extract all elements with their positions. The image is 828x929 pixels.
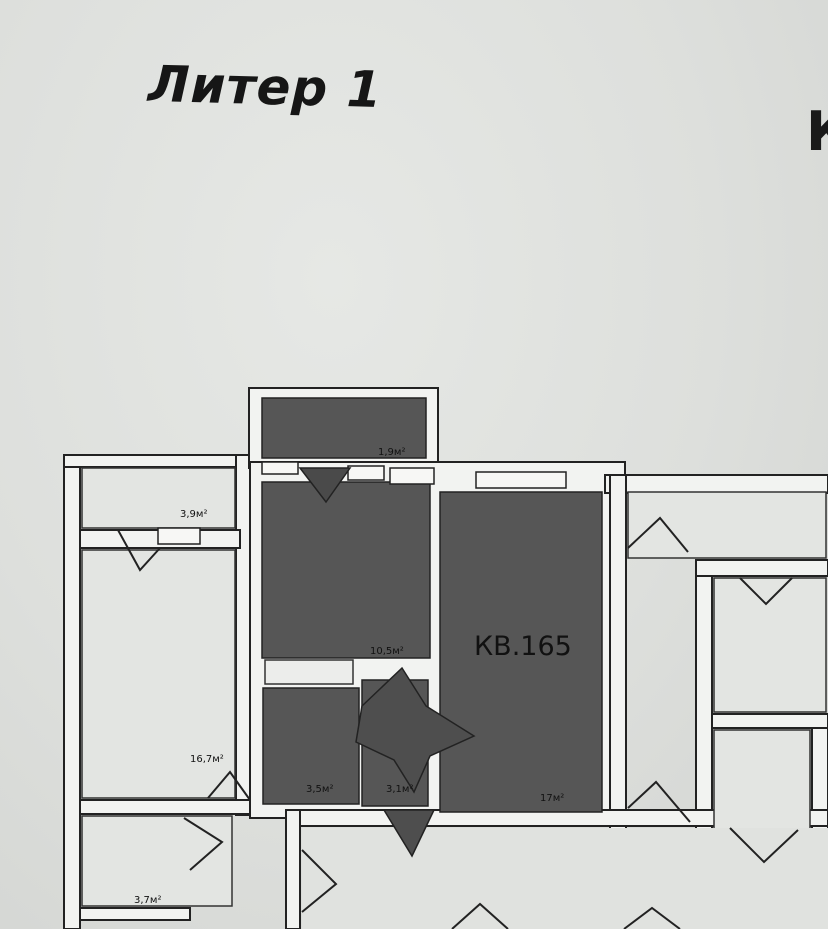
window-living — [475, 471, 567, 489]
room-kitchen — [261, 481, 431, 659]
wall-right-block — [695, 559, 713, 831]
door-right-middle — [739, 577, 793, 606]
door-corridor-right — [627, 780, 691, 823]
area-left-room: 16,7м² — [190, 754, 224, 765]
wall-right-partition — [711, 713, 828, 729]
area-balcony: 1,9м² — [378, 447, 405, 458]
wall-left-partition-3 — [79, 907, 191, 921]
window-kitchen-2 — [347, 465, 385, 481]
wall-right-top — [604, 474, 828, 494]
cropped-title-fragment: К — [806, 100, 828, 163]
door-entrance — [382, 809, 436, 858]
room-left — [81, 549, 236, 799]
window-balcony-door — [389, 467, 435, 485]
room-right-bottom — [713, 729, 811, 831]
door-right-bottom — [729, 827, 799, 864]
area-living: 17м² — [540, 793, 564, 804]
doors — [117, 467, 799, 929]
wall-right-block-top — [695, 559, 828, 577]
wall-corridor-left — [285, 809, 301, 929]
room-left-bottom — [81, 815, 233, 907]
door-balcony — [298, 467, 352, 504]
wall-right-inner — [609, 474, 627, 836]
door-left-room — [207, 770, 251, 801]
wall-left-outer — [63, 454, 81, 929]
room-right-middle — [713, 577, 827, 713]
room-bathroom — [262, 687, 360, 805]
corridor — [302, 828, 828, 929]
door-right-top — [627, 516, 689, 553]
door-hallway-swing — [355, 666, 476, 794]
area-bathroom: 3,5м² — [306, 784, 333, 795]
area-hallway: 3,1м² — [386, 784, 413, 795]
door-left-bottom — [183, 817, 224, 871]
door-corridor-left — [301, 849, 338, 913]
apartment-label: КВ.165 — [474, 631, 572, 662]
partition-bathroom — [264, 659, 354, 685]
window-kitchen — [261, 461, 299, 475]
room-left-small — [81, 467, 236, 529]
wall-left-top — [63, 454, 255, 468]
door-left-small — [117, 529, 161, 572]
door-corridor-bottom-1 — [451, 902, 509, 929]
area-left-bottom: 3,7м² — [134, 895, 161, 906]
area-kitchen: 10,5м² — [370, 646, 404, 657]
area-left-small: 3,9м² — [180, 509, 207, 520]
room-right-top — [627, 491, 827, 559]
window-left-small — [157, 527, 201, 545]
door-corridor-bottom-2 — [623, 906, 681, 929]
windows — [157, 461, 567, 545]
wall-left-partition-2 — [79, 799, 251, 815]
room-living — [439, 491, 603, 813]
room-balcony — [261, 397, 427, 459]
